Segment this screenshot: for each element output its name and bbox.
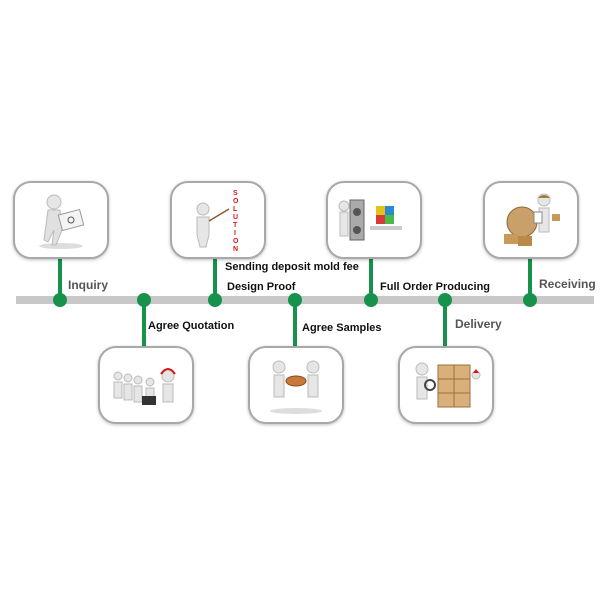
stem-delivery [443,300,447,348]
step-label-agree-quotation: Agree Quotation [148,320,235,332]
svg-text:L: L [233,206,238,213]
timeline-dot-agree-samples [288,293,302,307]
step-box-receiving [483,181,579,259]
stem-agree-samples [293,300,297,348]
boxes-inspection-icon [415,362,481,408]
svg-text:U: U [233,214,238,221]
svg-text:N: N [233,246,238,253]
step-box-inquiry [13,181,109,259]
step-box-agree-samples [248,346,344,424]
svg-text:T: T [233,222,238,229]
svg-text:I: I [234,230,236,237]
stem-full-order [369,256,373,300]
timeline-dot-agree-quotation [137,293,151,307]
svg-text:S: S [233,190,238,197]
step-label-receiving: Receiving [539,277,596,291]
svg-text:O: O [233,238,239,245]
timeline-track [16,296,594,304]
courier-globe-icon [504,193,560,246]
stem-agree-quotation [142,300,146,348]
step-box-full-order [326,181,422,259]
step-label-inquiry: Inquiry [68,278,109,292]
email-figure-icon [39,194,85,249]
timeline-dot-delivery [438,293,452,307]
step-box-delivery [398,346,494,424]
call-center-icon [113,368,176,405]
step-label-agree-samples: Agree Samples [302,322,382,334]
timeline-dot-receiving [523,293,537,307]
svg-text:O: O [233,198,239,205]
step-label-design-proof: Design Proof [227,281,296,293]
production-puzzle-icon [338,199,402,241]
step-box-agree-quotation [98,346,194,424]
stem-design-proof [213,256,217,300]
timeline-dot-full-order [364,293,378,307]
timeline-dot-inquiry [53,293,67,307]
step-label-sending-deposit: Sending deposit mold fee [225,261,359,273]
step-label-full-order-producing: Full Order Producing [380,281,491,293]
stem-inquiry [58,256,62,300]
stem-receiving [528,256,532,300]
handshake-sample-icon [270,360,322,414]
timeline-dot-design-proof [208,293,222,307]
step-label-delivery: Delivery [455,317,502,331]
